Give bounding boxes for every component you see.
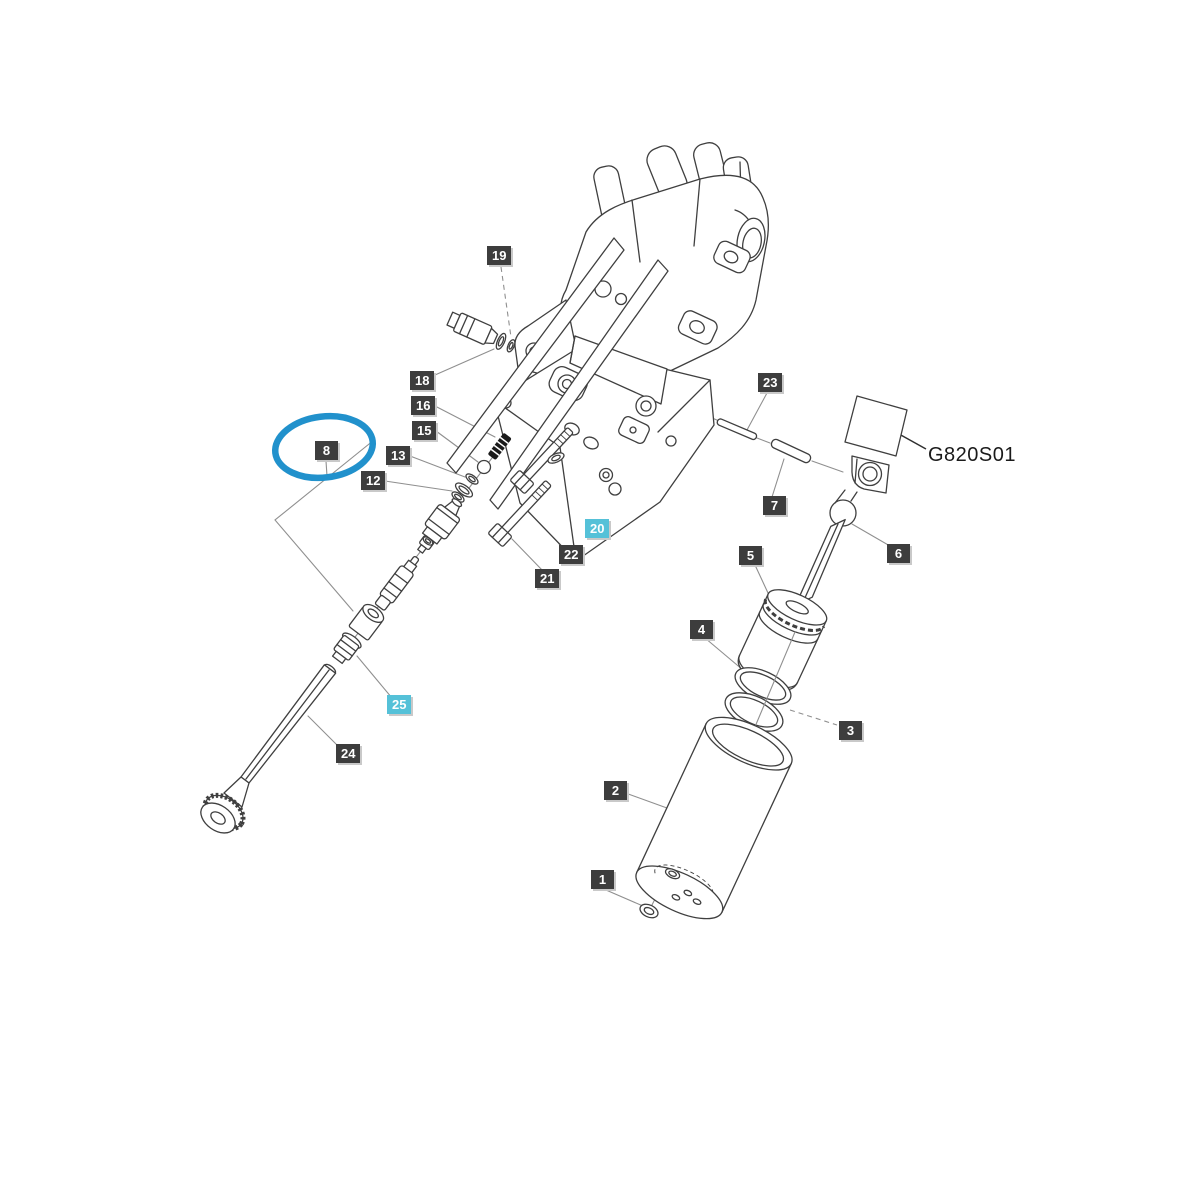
part-code-text: G820S01 — [928, 444, 1017, 466]
ball — [478, 461, 491, 474]
round-nut — [349, 601, 387, 641]
lift-cylinder-assembly — [629, 396, 907, 929]
valve-body — [410, 493, 469, 559]
part-label-6[interactable]: 6 — [887, 544, 910, 563]
bolt — [488, 476, 556, 547]
part-label-25[interactable]: 25 — [387, 695, 412, 714]
part-label-7[interactable]: 7 — [763, 496, 786, 515]
lock-washer — [547, 451, 566, 466]
part-label-4[interactable]: 4 — [690, 620, 713, 639]
spool — [373, 553, 423, 612]
flanged-nut — [329, 630, 364, 666]
pin — [770, 438, 812, 464]
part-label-19[interactable]: 19 — [487, 246, 512, 265]
piston — [733, 583, 832, 698]
part-label-5[interactable]: 5 — [739, 546, 762, 565]
part-label-12[interactable]: 12 — [361, 471, 386, 490]
hydraulic-housing — [447, 140, 769, 561]
bolt — [510, 423, 578, 494]
mounting-bolts — [488, 423, 578, 547]
pin — [716, 418, 757, 440]
small-washer — [422, 535, 434, 546]
highlight-circle — [272, 411, 377, 483]
washer — [464, 472, 479, 486]
part-label-20[interactable]: 20 — [585, 519, 610, 538]
part-label-8[interactable]: 8 — [315, 441, 338, 460]
plug-and-orings — [446, 309, 518, 356]
part-label-21[interactable]: 21 — [535, 569, 560, 588]
part-label-3[interactable]: 3 — [839, 721, 862, 740]
cylinder-barrel — [629, 707, 800, 930]
part-label-15[interactable]: 15 — [412, 421, 437, 440]
part-label-13[interactable]: 13 — [386, 446, 411, 465]
link-block — [845, 396, 907, 493]
o-ring-small — [638, 902, 660, 921]
part-label-22[interactable]: 22 — [559, 545, 584, 564]
part-label-2[interactable]: 2 — [604, 781, 627, 800]
valve-spool-assembly — [195, 433, 512, 840]
part-label-23[interactable]: 23 — [758, 373, 783, 392]
dipstick-rod — [195, 663, 337, 839]
part-label-16[interactable]: 16 — [411, 396, 436, 415]
ball-end-rod — [796, 490, 857, 605]
part-label-1[interactable]: 1 — [591, 870, 614, 889]
spring — [488, 433, 512, 460]
part-label-18[interactable]: 18 — [410, 371, 435, 390]
part-label-24[interactable]: 24 — [336, 744, 361, 763]
